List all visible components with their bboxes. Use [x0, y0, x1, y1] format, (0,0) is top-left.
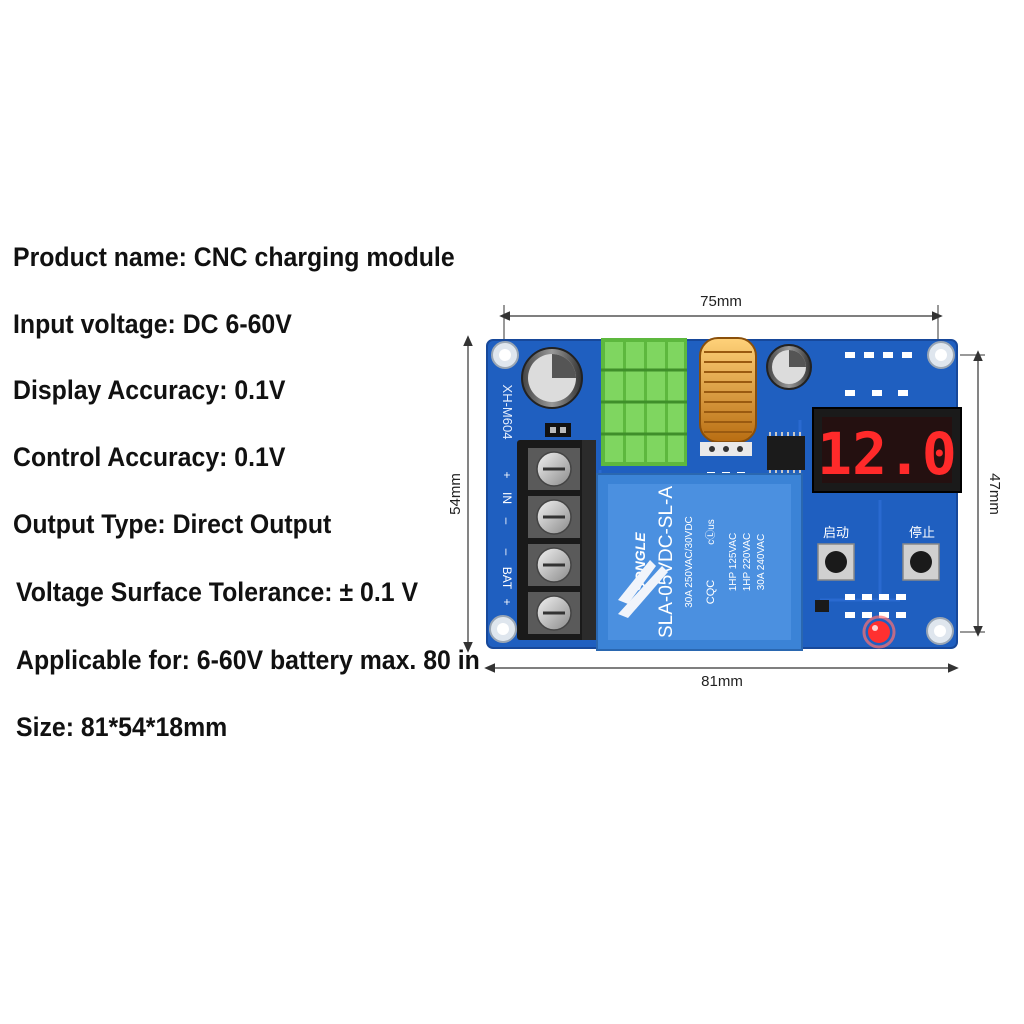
- dimension-bottom: 81mm: [484, 663, 959, 690]
- relay-rating-4: 30A 240VAC: [756, 534, 767, 591]
- capacitor-large: [521, 347, 583, 409]
- mounting-holes: [489, 341, 955, 645]
- terminal-block: [517, 440, 596, 640]
- dimension-bottom-label: 81mm: [701, 673, 743, 690]
- svg-text:–: –: [500, 518, 514, 525]
- start-button-label: 启动: [823, 526, 849, 541]
- relay: SONGLE SLA-05VDC-SL-A 30A 250VAC/30VDC C…: [596, 473, 803, 651]
- ic-chip: [767, 432, 805, 474]
- songle-logo-icon: [618, 560, 656, 604]
- svg-text:+: +: [500, 598, 514, 605]
- board-model-label: XH-M604: [500, 385, 515, 440]
- seven-segment-display: 12.0: [812, 407, 962, 493]
- heatsink: [601, 338, 687, 466]
- dimension-left-label: 54mm: [447, 473, 464, 515]
- display-value: 12.0: [817, 420, 957, 488]
- red-led: [862, 615, 896, 649]
- svg-text:–: –: [500, 549, 514, 556]
- relay-ul: cⓁus: [705, 519, 717, 545]
- stop-button-label: 停止: [909, 525, 935, 541]
- spec-voltage-tolerance: Voltage Surface Tolerance: ± 0.1 V: [16, 577, 419, 607]
- spec-output-type: Output Type: Direct Output: [13, 509, 332, 539]
- relay-rating-2: 1HP 125VAC: [728, 533, 739, 592]
- relay-cqc: CQC: [705, 580, 717, 605]
- transistor: [815, 600, 829, 612]
- relay-rating-3: 1HP 220VAC: [742, 533, 753, 592]
- spec-display-accuracy: Display Accuracy: 0.1V: [13, 375, 286, 405]
- jumper: [545, 423, 571, 437]
- stop-button[interactable]: [902, 543, 940, 581]
- svg-text:BAT: BAT: [500, 567, 514, 590]
- screw-terminal-1: [528, 448, 580, 490]
- capacitor-small: [766, 344, 812, 390]
- screw-terminal-4: [528, 592, 580, 634]
- dimension-right-label: 47mm: [986, 473, 1003, 515]
- spec-product-name: Product name: CNC charging module: [13, 242, 455, 272]
- dimension-top: 75mm: [499, 293, 943, 345]
- relay-model: SLA-05VDC-SL-A: [656, 486, 677, 638]
- dimension-right: 47mm: [960, 350, 1003, 637]
- inductor-coil: [699, 337, 757, 443]
- spec-input-voltage: Input voltage: DC 6-60V: [13, 309, 292, 339]
- relay-rating-1: 30A 250VAC/30VDC: [684, 516, 695, 608]
- spec-size: Size: 81*54*18mm: [16, 712, 228, 742]
- spec-control-accuracy: Control Accuracy: 0.1V: [13, 442, 286, 472]
- svg-text:IN: IN: [500, 492, 514, 504]
- dimension-top-label: 75mm: [700, 293, 742, 310]
- svg-text:+: +: [500, 471, 514, 478]
- dimension-left: 54mm: [447, 335, 473, 653]
- screw-terminal-3: [528, 544, 580, 586]
- start-button[interactable]: [817, 543, 855, 581]
- terminal-labels: + IN – – BAT +: [500, 471, 514, 605]
- screw-terminal-2: [528, 496, 580, 538]
- spec-applicable-for: Applicable for: 6-60V battery max. 80 in: [16, 645, 480, 675]
